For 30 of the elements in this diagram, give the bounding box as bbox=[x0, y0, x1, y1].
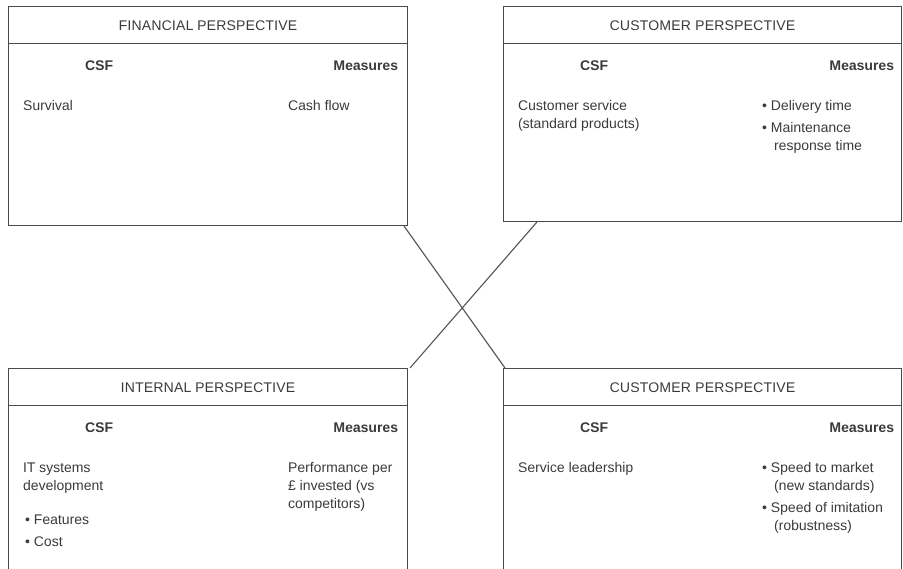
column-heading: CSF bbox=[84, 419, 114, 435]
column-heading: CSF bbox=[579, 57, 609, 73]
csf-text: • Cost bbox=[24, 532, 64, 550]
connector-line bbox=[410, 222, 538, 368]
column-heading: CSF bbox=[84, 57, 114, 73]
measure-text: • Speed to market (new standards) bbox=[762, 458, 876, 494]
measure-text: • Maintenance response time bbox=[762, 118, 863, 154]
csf-text: IT systems development bbox=[23, 458, 104, 494]
perspective-box bbox=[503, 6, 902, 222]
measure-text: • Delivery time bbox=[762, 96, 853, 114]
perspective-box bbox=[8, 368, 408, 569]
column-heading: Measures bbox=[828, 419, 894, 435]
box-title: CUSTOMER PERSPECTIVE bbox=[504, 369, 901, 406]
csf-text: Survival bbox=[23, 96, 74, 114]
box-title: FINANCIAL PERSPECTIVE bbox=[9, 7, 407, 44]
csf-text: • Features bbox=[24, 510, 90, 528]
column-heading: Measures bbox=[332, 419, 398, 435]
measure-text: • Speed of imitation (robustness) bbox=[762, 498, 884, 534]
measure-text: Cash flow bbox=[288, 96, 350, 114]
box-title: CUSTOMER PERSPECTIVE bbox=[504, 7, 901, 44]
column-heading: Measures bbox=[828, 57, 894, 73]
measure-text: Performance per £ invested (vs competitors) bbox=[288, 458, 394, 512]
csf-text: Service leadership bbox=[518, 458, 634, 476]
column-heading: Measures bbox=[332, 57, 398, 73]
column-heading: CSF bbox=[579, 419, 609, 435]
connector-line bbox=[404, 226, 506, 368]
perspective-box bbox=[8, 6, 408, 226]
perspective-box bbox=[503, 368, 902, 569]
csf-text: Customer service (standard products) bbox=[518, 96, 640, 132]
box-title: INTERNAL PERSPECTIVE bbox=[9, 369, 407, 406]
